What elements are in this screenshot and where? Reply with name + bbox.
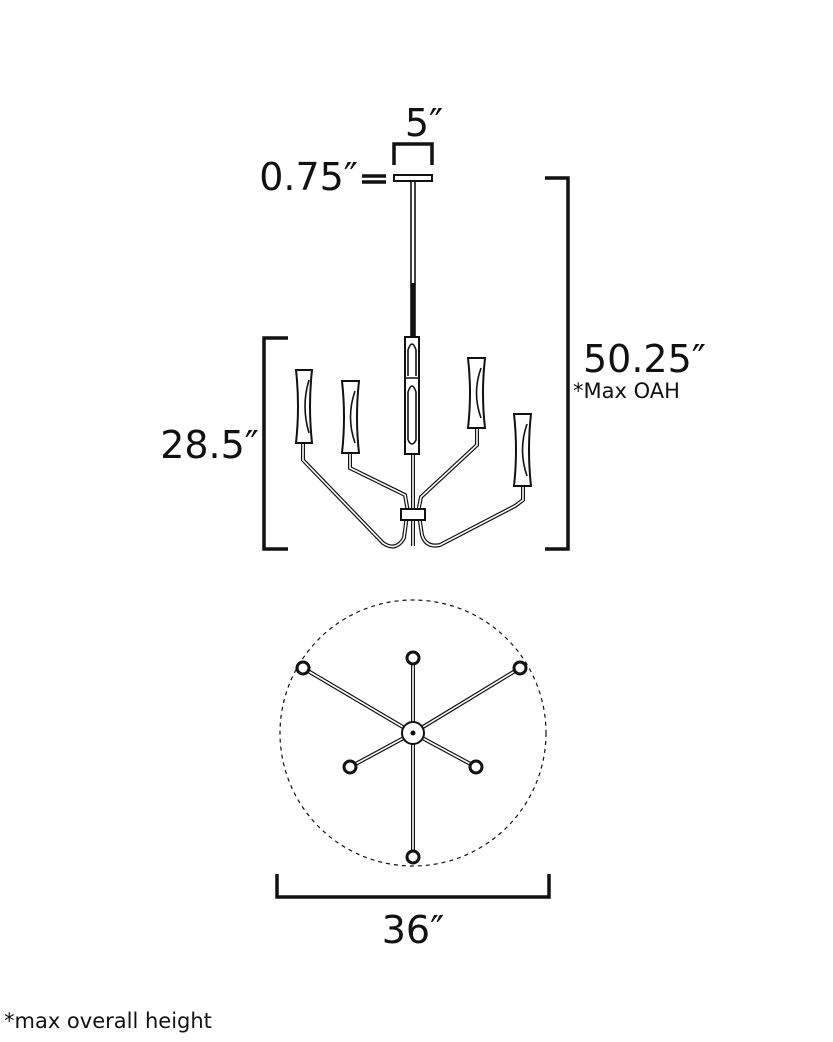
arms [301, 428, 525, 549]
hub [400, 508, 426, 521]
canopy-height-label: 0.75″ [259, 155, 358, 199]
side-elevation-view [294, 174, 533, 549]
overall-height-label: 50.25″ [583, 337, 706, 381]
diameter-label: 36″ [382, 908, 445, 952]
shade-left-outer [294, 369, 314, 444]
canopy-width-bracket [392, 142, 434, 165]
shade-right-outer [512, 413, 533, 487]
overall-height-note: *Max OAH [573, 379, 680, 403]
canopy [393, 174, 433, 182]
light-top-left [295, 660, 311, 676]
shade-right-inner [466, 357, 487, 429]
diameter-bracket [275, 874, 551, 899]
body-height-bracket [262, 336, 288, 551]
light-top [405, 650, 421, 666]
canopy-width-label: 5″ [405, 101, 443, 145]
footnote: *max overall height [4, 1009, 212, 1033]
plan-lights [295, 650, 528, 865]
plan-arms [301, 658, 522, 857]
shade-left-inner [340, 380, 361, 454]
canopy-height-marker [362, 174, 386, 184]
light-top-right [512, 660, 528, 676]
overall-height-bracket [545, 176, 570, 551]
shade-center [404, 336, 420, 455]
diameter-outline [279, 599, 547, 867]
top-plan-view [279, 599, 547, 867]
body-height-label: 28.5″ [160, 423, 259, 467]
plan-hub-center [410, 730, 416, 736]
light-lower-right [468, 759, 484, 775]
light-bottom [405, 849, 421, 865]
light-lower-left [342, 759, 358, 775]
